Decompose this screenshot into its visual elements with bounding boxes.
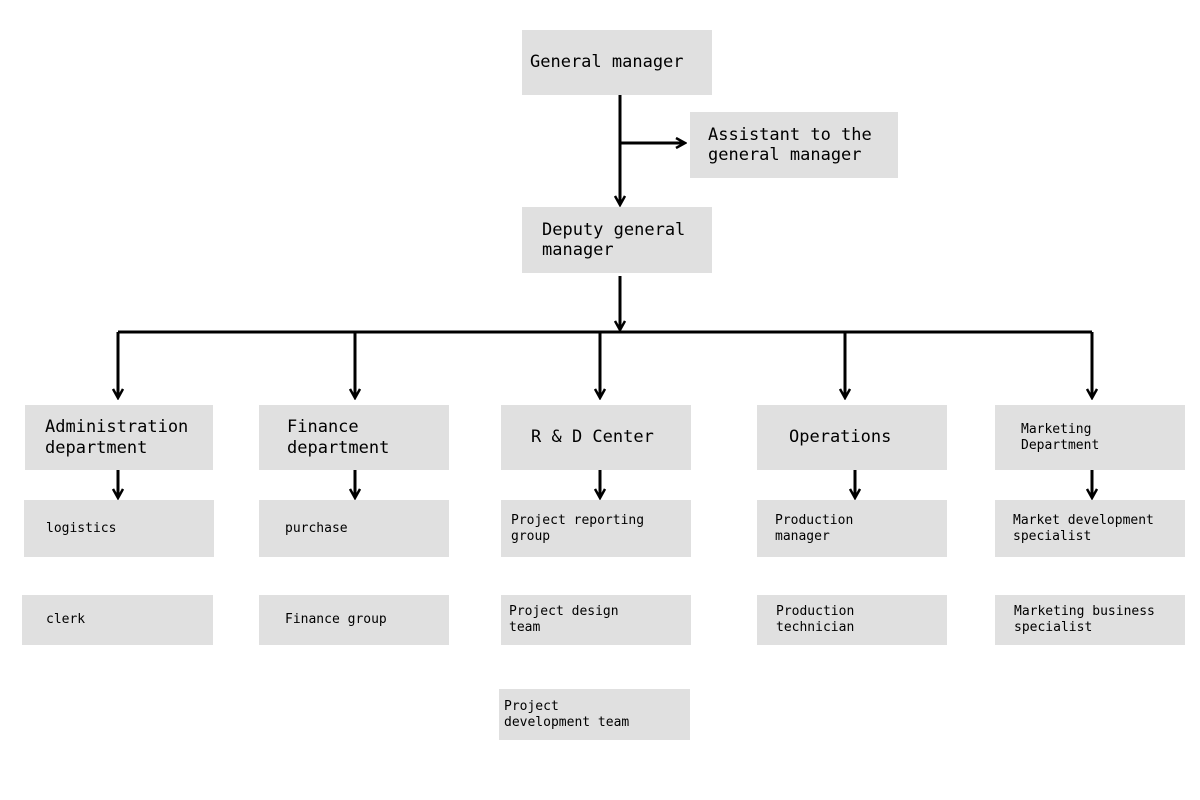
node-assistant-to-general-manager: Assistant to the general manager [690,112,898,178]
unit-production-manager: Production manager [757,500,947,557]
unit-marketing-business-specialist: Marketing business specialist [995,595,1185,645]
unit-production-technician: Production technician [757,595,947,645]
unit-project-design-team: Project design team [501,595,691,645]
unit-finance-group: Finance group [259,595,449,645]
dept-finance: Finance department [259,405,449,470]
unit-project-development-team: Project development team [499,689,690,740]
node-deputy-general-manager: Deputy general manager [522,207,712,273]
node-general-manager: General manager [522,30,712,95]
unit-logistics: logistics [24,500,214,557]
dept-rd-center: R & D Center [501,405,691,470]
dept-marketing: Marketing Department [995,405,1185,470]
unit-market-development-specialist: Market development specialist [995,500,1185,557]
unit-purchase: purchase [259,500,449,557]
dept-operations: Operations [757,405,947,470]
unit-clerk: clerk [22,595,213,645]
unit-project-reporting-group: Project reporting group [501,500,691,557]
dept-administration: Administration department [25,405,213,470]
